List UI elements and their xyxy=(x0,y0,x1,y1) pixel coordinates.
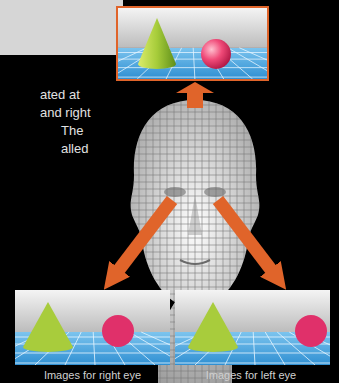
text-fragment: alled xyxy=(61,141,88,157)
text-fragment: ated at xyxy=(40,87,80,103)
text-fragment: and right xyxy=(40,105,91,121)
text-fragment: The xyxy=(61,123,83,139)
eye-image: Images for left eye xyxy=(175,290,330,365)
eye-image: Images for right eye xyxy=(15,290,170,365)
image-caption: Images for left eye xyxy=(165,369,337,382)
image-caption: Images for right eye xyxy=(5,369,180,382)
